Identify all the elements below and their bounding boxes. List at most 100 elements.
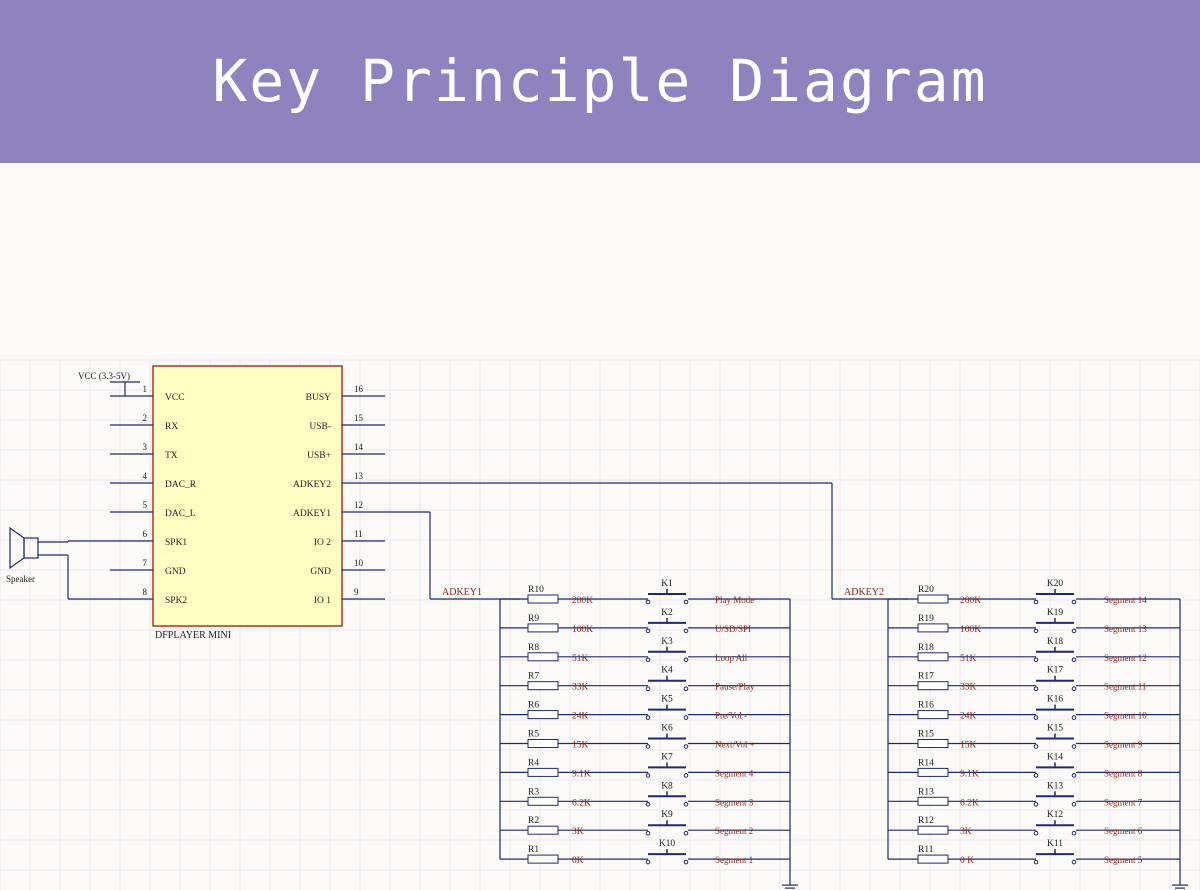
switch-contact: [1033, 830, 1039, 836]
switch-label-k5: K5: [661, 695, 673, 705]
switch-label-k17: K17: [1047, 666, 1064, 676]
switch-label-k3: K3: [661, 637, 673, 647]
key-function-label: U/SD/SPI: [715, 624, 751, 634]
left-pin-label-tx: TX: [165, 451, 178, 461]
switch-label-k2: K2: [661, 608, 673, 618]
key-function-label: Segment 10: [1104, 711, 1147, 721]
switch-label-k6: K6: [661, 724, 673, 734]
right-pin-label-busy: BUSY: [306, 393, 331, 403]
switch-contact: [645, 657, 651, 663]
switch-contact: [1071, 715, 1077, 720]
switch-contact: [683, 657, 689, 663]
resistor-r2: [527, 825, 559, 835]
resistor-label-r10: R10: [528, 585, 544, 595]
page-title: Key Principle Diagram: [212, 47, 988, 115]
key-function-label: Segment 4: [715, 768, 754, 778]
switch-contact: [683, 715, 689, 720]
right-pin-number-12: 12: [354, 500, 363, 510]
resistor-value-r17: 33K: [960, 683, 977, 693]
resistor-value-r20: 200K: [960, 596, 981, 606]
left-pin-label-spk2: SPK2: [165, 596, 187, 606]
switch-contact: [1033, 715, 1039, 720]
switch-contact: [645, 802, 651, 807]
switch-contact: [1071, 859, 1077, 865]
switch-contact: [683, 744, 689, 749]
key-function-label: Segment 2: [715, 826, 753, 836]
resistor-r6: [527, 710, 559, 720]
switch-contact: [1071, 599, 1077, 605]
key-function-label: Next/Vol +: [715, 740, 755, 750]
resistor-r17: [917, 681, 949, 691]
switch-contact: [683, 802, 689, 807]
resistor-label-r14: R14: [918, 758, 934, 768]
switch-label-k10: K10: [659, 839, 676, 849]
switch-contact: [1033, 802, 1039, 807]
resistor-value-r15: 15K: [960, 741, 977, 751]
resistor-r4: [527, 767, 559, 777]
resistor-label-r15: R15: [918, 730, 934, 740]
resistor-r15: [917, 739, 949, 748]
supply-label: VCC (3.3-5V): [78, 371, 130, 381]
switch-label-k12: K12: [1047, 810, 1064, 820]
resistor-value-r1: 0K: [572, 856, 584, 866]
resistor-r14: [917, 767, 949, 777]
switch-label-k11: K11: [1047, 839, 1063, 849]
switch-contact: [645, 830, 651, 836]
resistor-value-r18: 51K: [960, 654, 977, 664]
speaker-cone-icon: [9, 526, 25, 570]
switch-label-k1: K1: [661, 579, 673, 589]
right-pin-number-11: 11: [354, 529, 363, 539]
key-function-label: Segment 12: [1104, 653, 1147, 663]
switch-label-k9: K9: [661, 810, 673, 820]
resistor-value-r7: 33K: [572, 683, 589, 693]
switch-contact: [1071, 657, 1077, 663]
resistor-value-r11: 0 K: [960, 856, 974, 866]
resistor-value-r2: 3K: [572, 827, 584, 837]
switch-label-k18: K18: [1047, 637, 1064, 647]
key-function-label: Segment 3: [715, 797, 754, 807]
resistor-r8: [527, 652, 559, 662]
resistor-r18: [917, 652, 949, 662]
key-function-label: Segment 11: [1104, 682, 1146, 692]
switch-contact: [645, 744, 651, 749]
key-function-label: Pre/Vol -: [715, 711, 747, 721]
resistor-label-r7: R7: [528, 672, 539, 682]
key-function-label: Segment 6: [1104, 826, 1143, 836]
switch-contact: [683, 599, 689, 605]
left-pin-number-4: 4: [143, 471, 148, 481]
right-pin-number-9: 9: [354, 587, 359, 597]
switch-contact: [1071, 830, 1077, 836]
resistor-label-r13: R13: [918, 787, 934, 797]
right-pin-number-16: 16: [354, 384, 364, 394]
resistor-label-r8: R8: [528, 643, 539, 653]
resistor-label-r4: R4: [528, 758, 539, 768]
left-pin-number-8: 8: [143, 587, 148, 597]
resistor-value-r9: 100K: [572, 625, 593, 635]
key-function-label: Segment 14: [1104, 595, 1147, 605]
key-function-label: Segment 1: [715, 855, 753, 865]
resistor-r7: [527, 681, 559, 691]
switch-contact: [645, 599, 651, 605]
net-label-adkey1: ADKEY1: [442, 587, 482, 598]
right-pin-label-usb+: USB+: [307, 451, 331, 461]
switch-label-k15: K15: [1047, 724, 1064, 734]
left-pin-number-6: 6: [143, 529, 148, 539]
resistor-value-r12: 3K: [960, 827, 972, 837]
left-pin-number-7: 7: [143, 558, 148, 568]
key-function-label: Pause/Play: [715, 682, 755, 692]
left-pin-number-5: 5: [143, 500, 148, 510]
resistor-label-r12: R12: [918, 816, 934, 826]
key-function-label: Loop All: [715, 653, 748, 663]
resistor-r11: [917, 854, 949, 864]
switch-label-k13: K13: [1047, 781, 1064, 791]
resistor-r20: [917, 594, 949, 604]
switch-contact: [1033, 744, 1039, 749]
right-pin-number-10: 10: [354, 558, 364, 568]
left-pin-label-rx: RX: [165, 422, 178, 432]
resistor-value-r19: 100K: [960, 625, 981, 635]
resistor-r12: [917, 825, 949, 835]
resistor-label-r9: R9: [528, 614, 539, 624]
switch-contact: [1033, 686, 1039, 692]
resistor-value-r13: 6.2K: [960, 798, 979, 808]
right-pin-label-adkey1: ADKEY1: [293, 509, 331, 519]
